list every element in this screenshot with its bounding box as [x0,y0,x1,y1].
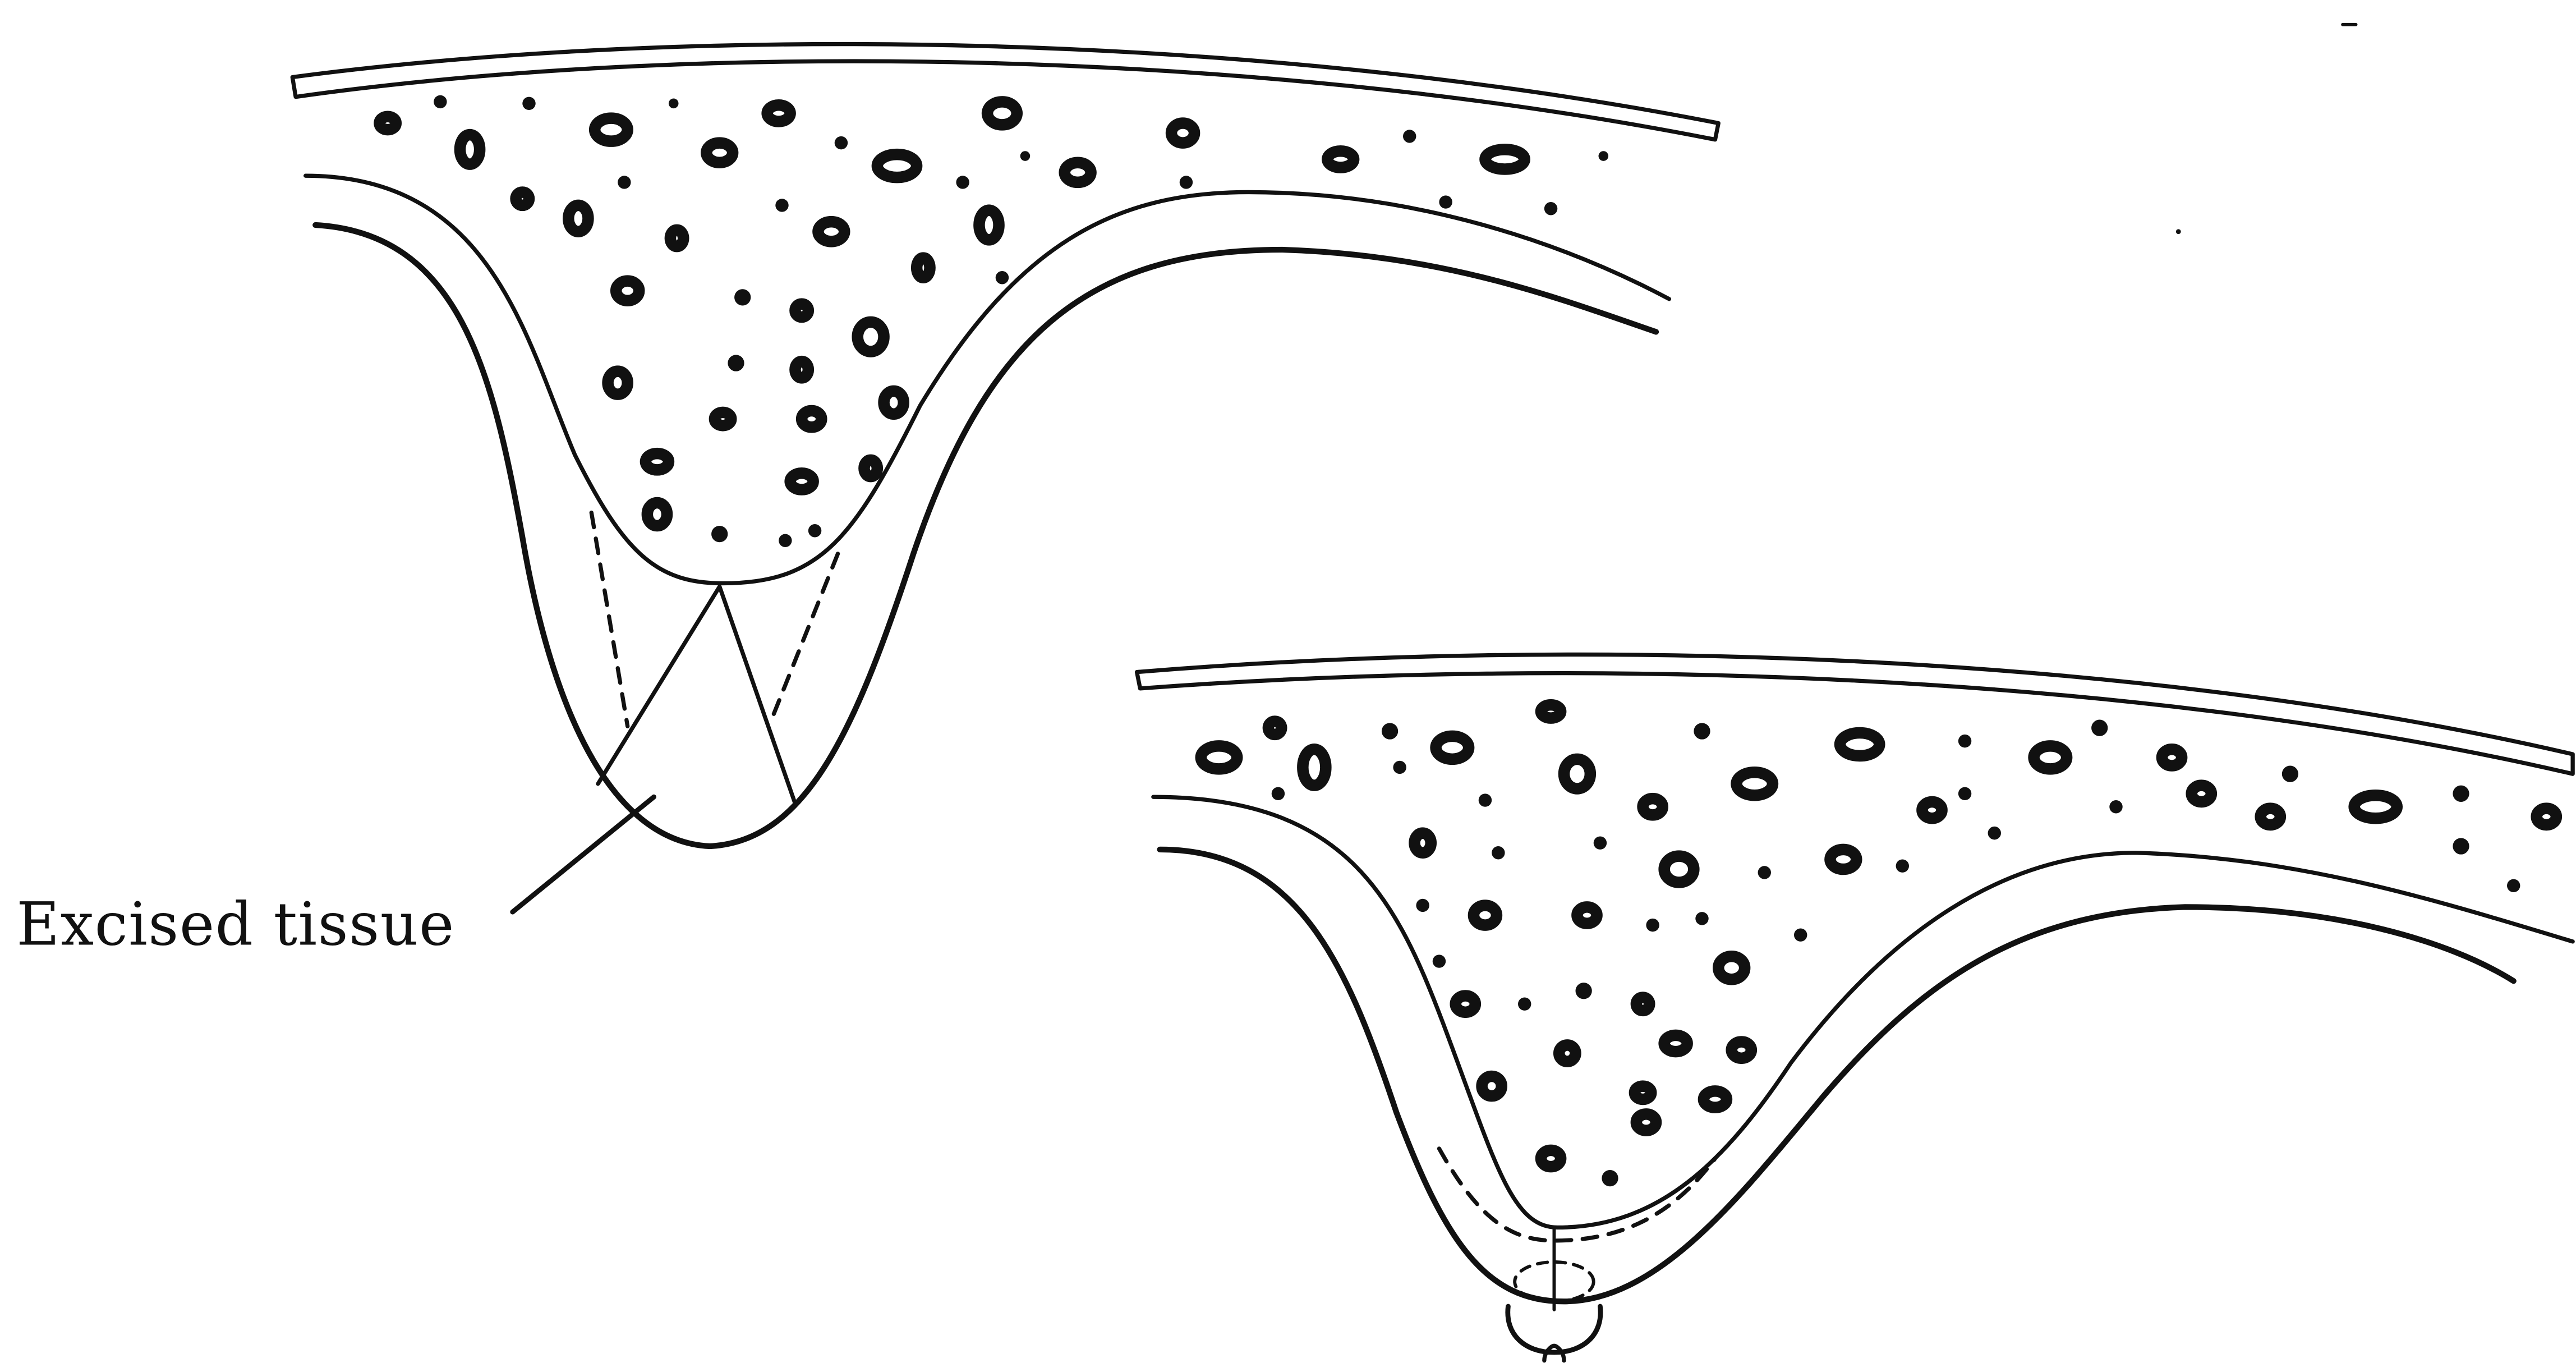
excision-wedge [598,586,795,804]
excision-margin-left [591,513,627,727]
excision-margin-right [772,554,838,718]
fat-lobules-bottom [1201,705,2556,1186]
fat-contour-inner-2 [1153,797,2573,1227]
diagram-after-closure [1137,654,2573,1360]
diagram-before-excision [292,44,1718,912]
scan-artifacts [2176,25,2356,234]
fat-lobules-top [380,95,1609,547]
excised-tissue-label: Excised tissue [16,890,455,959]
skin-contour-outer-2 [1160,850,2514,1301]
callout-leader-line [513,797,654,912]
